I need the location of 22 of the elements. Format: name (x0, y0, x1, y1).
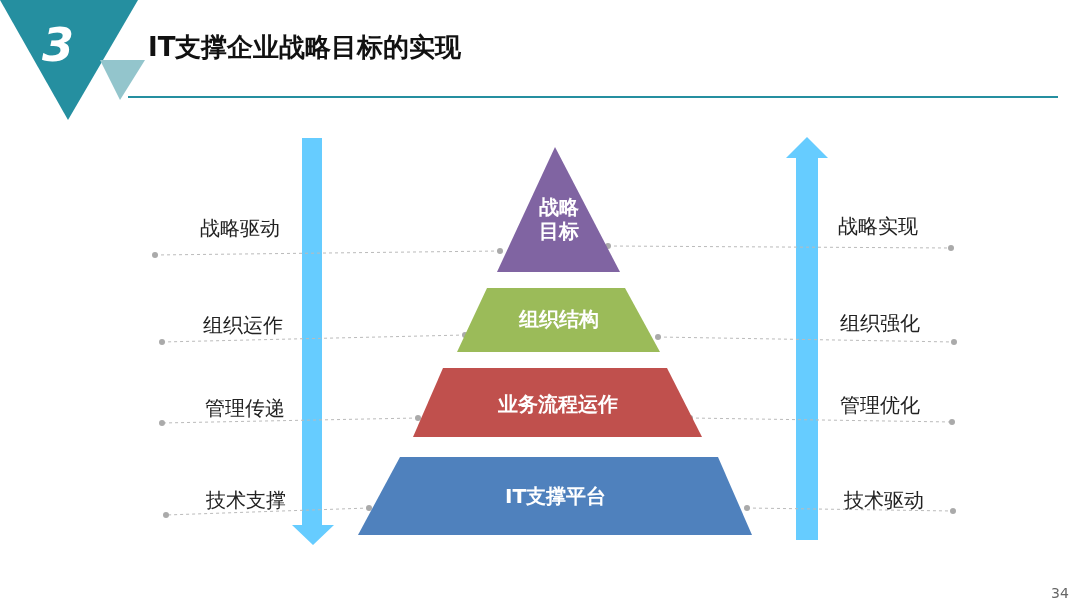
layer-label: 业务流程运作 (497, 392, 619, 416)
leader-line (159, 415, 421, 426)
leader-line (152, 248, 503, 258)
side-label: 管理优化 (840, 391, 920, 419)
layer-label: 组织结构 (517, 307, 600, 331)
leader-line (655, 334, 957, 345)
side-label: 组织强化 (840, 309, 920, 337)
title: IT支撑企业战略目标的实现 (148, 31, 462, 64)
side-label: 管理传递 (205, 394, 285, 422)
side-label: 组织运作 (203, 311, 283, 339)
side-label: 战略实现 (838, 212, 918, 240)
page-number: 34 (1051, 585, 1069, 601)
side-label: 战略驱动 (200, 214, 280, 242)
side-label: 技术支撑 (206, 486, 286, 514)
layer-label: IT支撑平台 (503, 484, 608, 508)
layer-label: 战略目标 (538, 195, 580, 243)
leader-line (159, 332, 468, 345)
leader-line (744, 505, 956, 514)
section-number: 3 (42, 18, 74, 72)
leader-line (163, 505, 372, 518)
leader-line (605, 243, 954, 251)
side-label: 技术驱动 (844, 486, 924, 514)
